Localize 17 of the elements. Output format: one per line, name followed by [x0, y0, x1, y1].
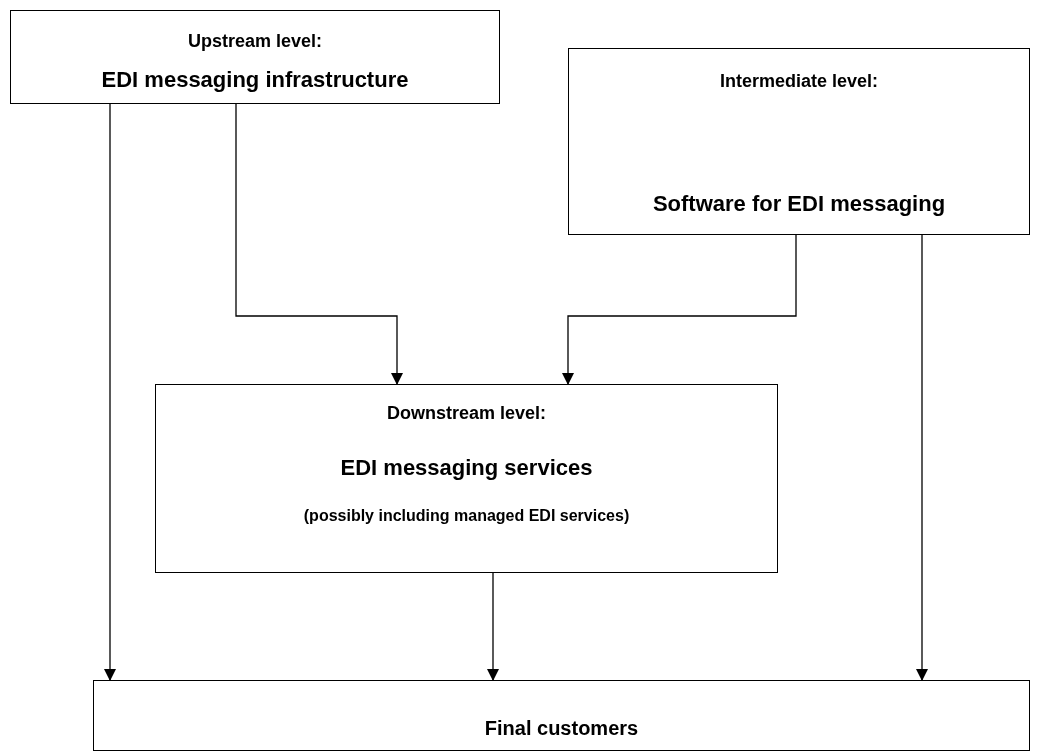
level-box: [568, 48, 1030, 235]
level-text: EDI messaging services: [340, 455, 593, 481]
arrow: [916, 234, 928, 681]
level-text: Software for EDI messaging: [652, 191, 946, 217]
arrow: [104, 103, 116, 681]
level-box: [10, 10, 500, 104]
level-box: [155, 384, 778, 573]
arrow: [487, 572, 499, 681]
level-heading: Intermediate level:: [719, 71, 879, 92]
level-text: (possibly including managed EDI services): [303, 507, 630, 525]
level-heading: Downstream level:: [386, 403, 547, 424]
level-text: EDI messaging infrastructure: [101, 67, 409, 93]
level-heading: Upstream level:: [187, 31, 323, 52]
level-box: [93, 680, 1030, 751]
arrow: [235, 103, 403, 385]
level-text: Final customers: [484, 717, 639, 740]
arrow: [562, 234, 797, 385]
